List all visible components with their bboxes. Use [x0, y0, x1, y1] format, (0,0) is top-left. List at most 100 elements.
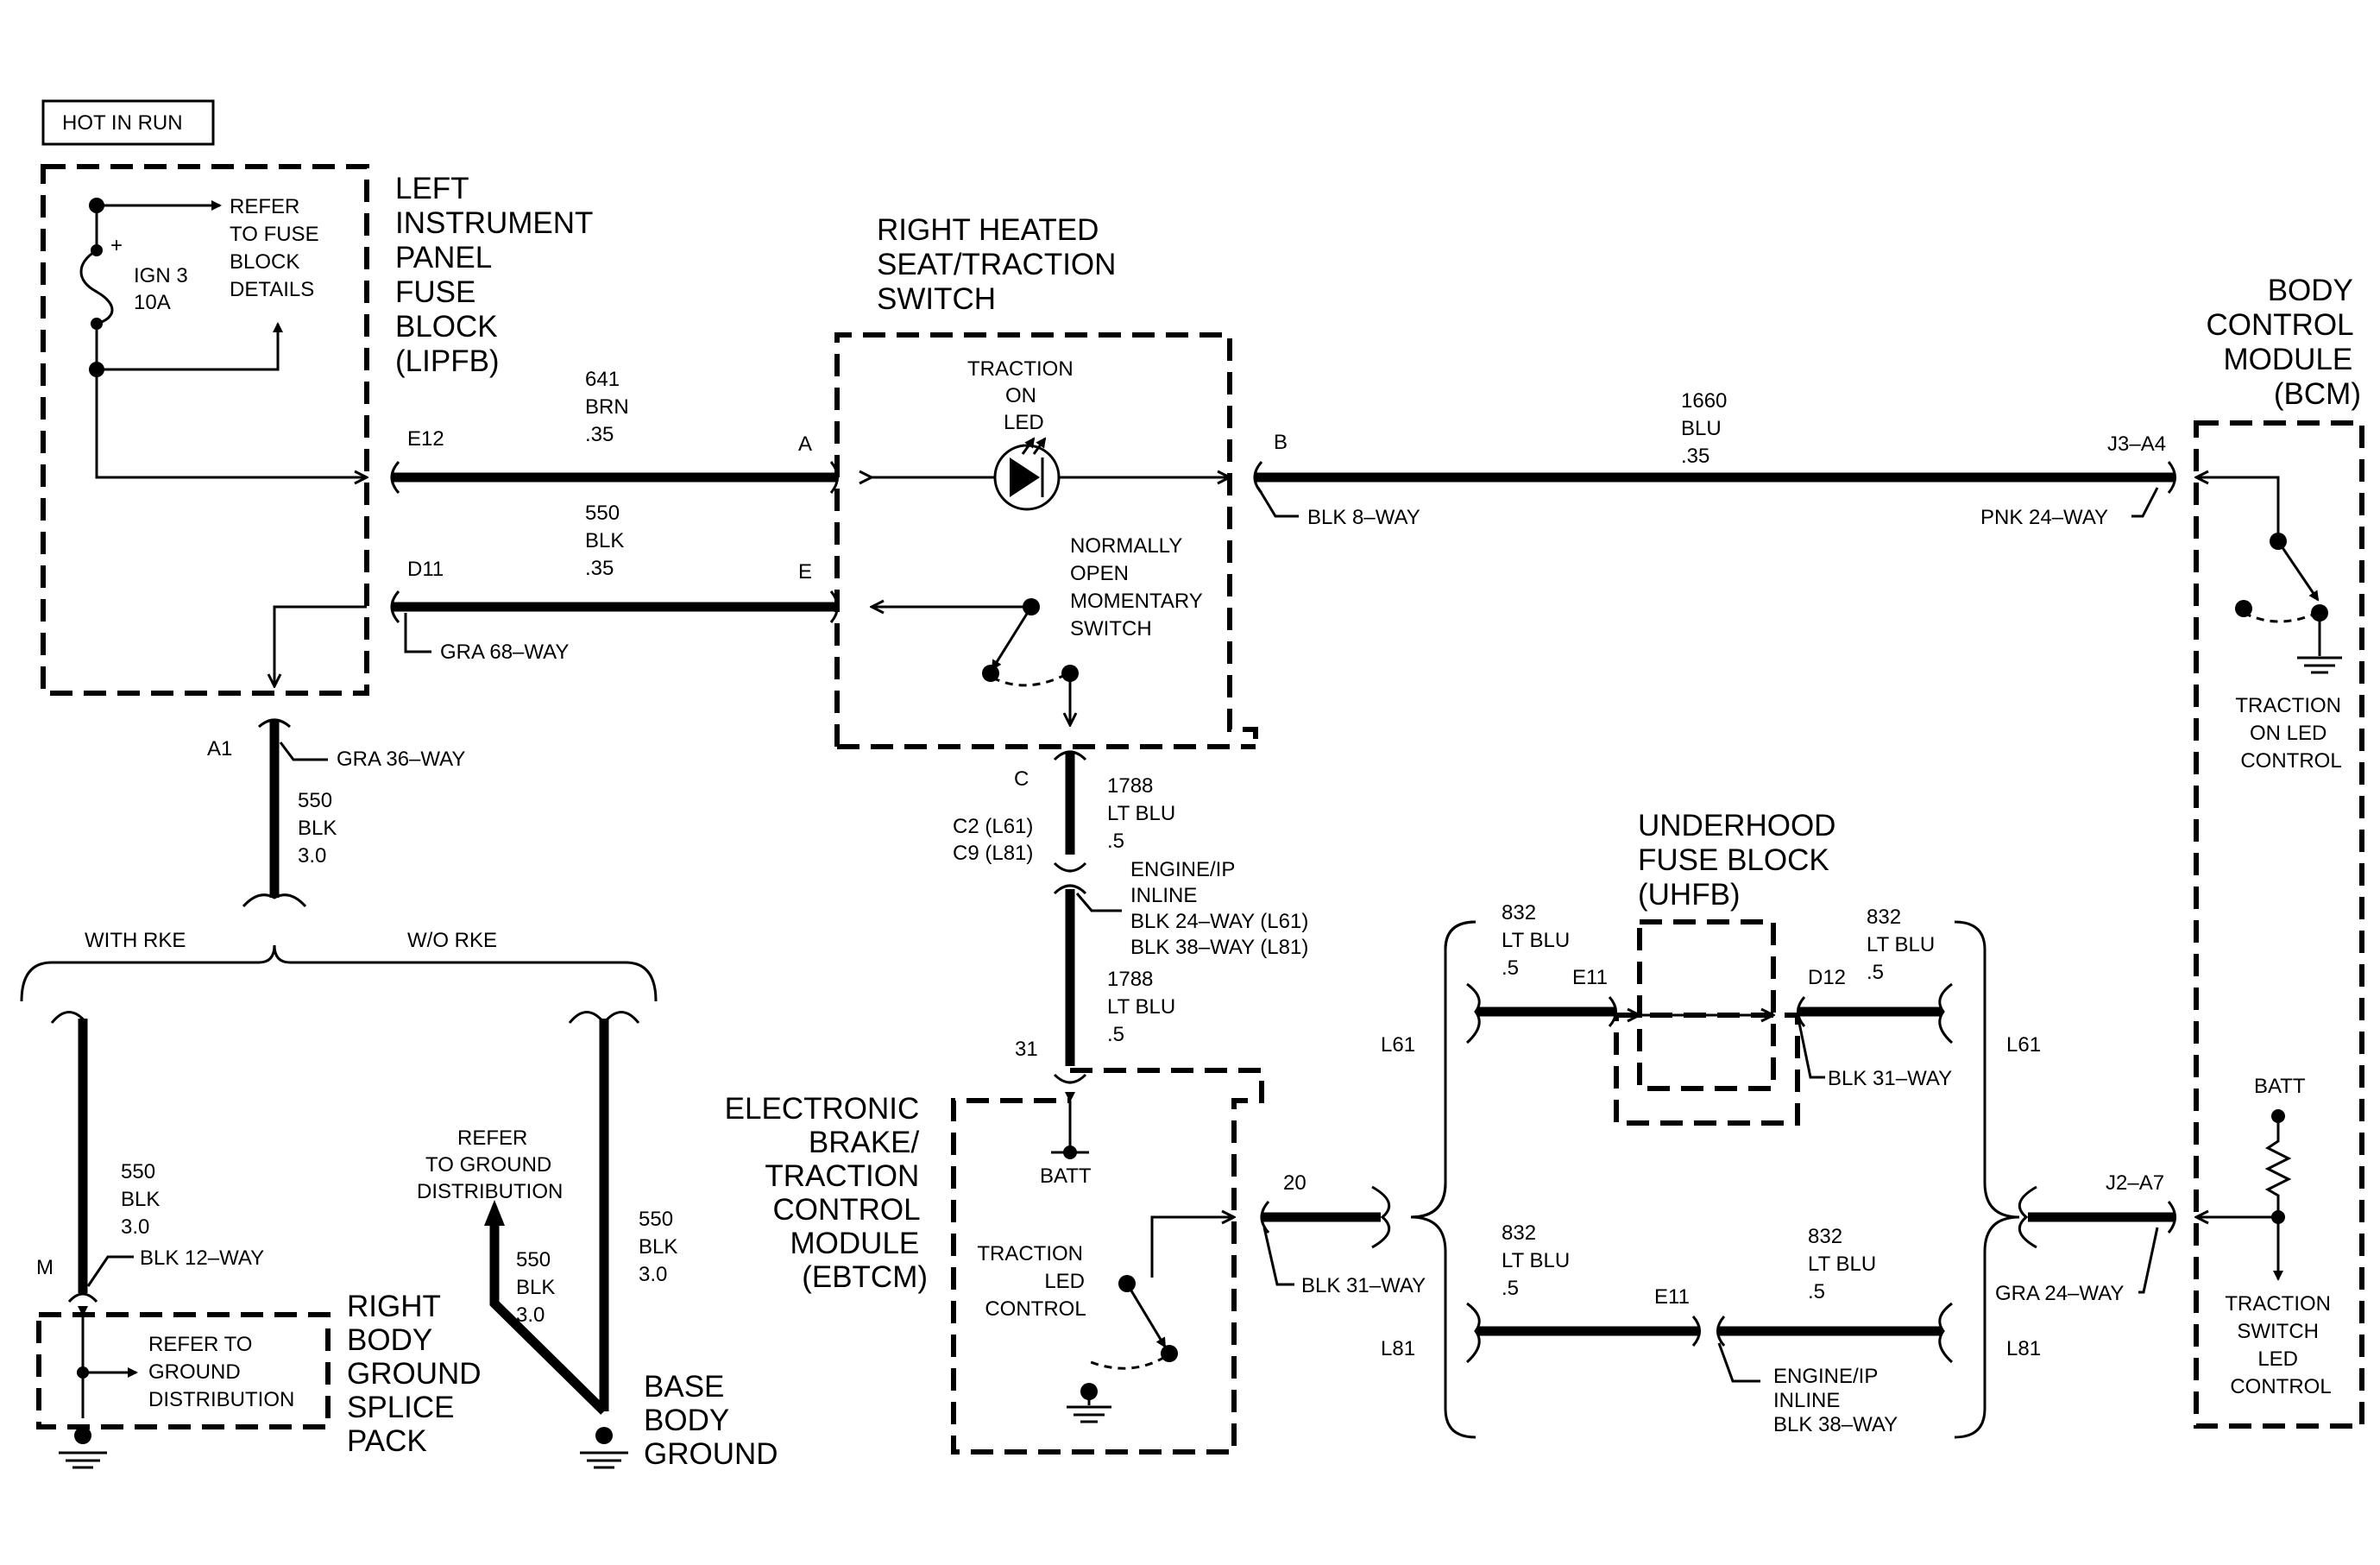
left-bracket	[1410, 920, 1476, 1439]
ebtcm-batt: BATT	[1040, 1164, 1092, 1188]
inline-connector-label: ENGINE/IP INLINE BLK 24–WAY (L61) BLK 38…	[1130, 858, 1314, 959]
ground-icon	[59, 1451, 107, 1469]
wire-832-ll-label: 832 LT BLU .5	[1502, 1221, 1576, 1300]
wire-832-lr-label: 832 LT BLU .5	[1808, 1225, 1882, 1303]
splice-refer-text: REFER TO GROUND DISTRIBUTION	[148, 1333, 294, 1411]
splice-pack: REFER TO GROUND DISTRIBUTION RIGHT BODY …	[36, 1290, 489, 1469]
momentary-switch-label: NORMALLY OPEN MOMENTARY SWITCH	[1070, 534, 1208, 641]
pin-31: 31	[1015, 1038, 1038, 1061]
pin-d11: D11	[407, 558, 444, 581]
uhfb-fuse-box	[1637, 919, 1776, 1091]
c-pins-label: C2 (L61) C9 (L81)	[953, 815, 1039, 865]
splice-pack-boundary	[36, 1312, 331, 1429]
wire-550-top-label: 550 BLK .35	[585, 502, 630, 580]
ebtcm-led-control: TRACTION LED CONTROL	[977, 1242, 1090, 1321]
refer-fuse-arrow-up	[97, 322, 283, 371]
switch-title: RIGHT HEATED SEAT/TRACTION SWITCH	[877, 213, 1124, 316]
wire-1788-bot-label: 1788 LT BLU .5	[1107, 968, 1181, 1046]
conn-gra24: GRA 24–WAY	[1995, 1282, 2124, 1305]
wire-1660-label: 1660 BLU .35	[1681, 389, 1733, 468]
wire-832-ur-label: 832 LT BLU .5	[1867, 906, 1941, 984]
pin-e12: E12	[407, 427, 444, 451]
wires-lipfb-to-switch: 641 BRN .35 550 BLK .35	[390, 368, 839, 623]
pin-d12: D12	[1808, 966, 1846, 989]
wire-550-mid	[489, 1217, 608, 1415]
base-ground-node	[595, 1427, 613, 1444]
refer-fuse-text: REFER TO FUSE BLOCK DETAILS	[230, 195, 324, 301]
fuse-icon	[79, 249, 114, 325]
bcm-led-control: TRACTION ON LED CONTROL	[2235, 694, 2346, 773]
hot-in-run-label: HOT IN RUN	[62, 111, 183, 135]
ebtcm-block: 31 ELECTRONIC BRAKE/ TRACTION CONTROL MO…	[725, 1038, 1426, 1455]
wire-832-ul-label: 832 LT BLU .5	[1502, 901, 1576, 980]
bcm-batt: BATT	[2254, 1075, 2306, 1098]
uhfb-conn-blk31: BLK 31–WAY	[1828, 1067, 1952, 1090]
ground-icon	[1067, 1405, 1111, 1423]
right-bracket	[1954, 920, 2020, 1439]
bcm-switch-led-control: TRACTION SWITCH LED CONTROL	[2225, 1292, 2336, 1398]
l61-right: L61	[2006, 1033, 2041, 1057]
pin-e11: E11	[1572, 966, 1608, 989]
conn-pnk24: PNK 24–WAY	[1980, 506, 2108, 529]
inline38-label: ENGINE/IP INLINE BLK 38–WAY	[1773, 1365, 1898, 1436]
pin-a: A	[798, 432, 812, 456]
lipfb-block: LEFT INSTRUMENT PANEL FUSE BLOCK (LIPFB)…	[41, 164, 601, 696]
pin-e11-lower: E11	[1654, 1285, 1690, 1309]
momentary-switch-icon	[991, 606, 1033, 671]
pin-e: E	[798, 560, 812, 584]
resistor-icon	[2264, 1116, 2292, 1217]
pin-c: C	[1014, 767, 1029, 791]
wire-550-a1-label: 550 BLK 3.0	[298, 789, 343, 868]
ebtcm-switch-icon	[1125, 1283, 1167, 1348]
fuse-label: IGN 3 10A	[134, 264, 193, 314]
led-icon	[993, 437, 1061, 511]
pin-m: M	[36, 1256, 54, 1279]
conn-blk31: BLK 31–WAY	[1301, 1274, 1426, 1297]
l81-right: L81	[2006, 1337, 2041, 1360]
bcm-boundary	[2194, 420, 2364, 1429]
uhfb-title: UNDERHOOD FUSE BLOCK (UHFB)	[1638, 809, 1844, 912]
pin-j3a4: J3–A4	[2107, 432, 2166, 456]
pin-b: B	[1274, 431, 1288, 454]
wire-550-mid-label: 550 BLK 3.0	[516, 1248, 561, 1327]
splice-pack-title: RIGHT BODY GROUND SPLICE PACK	[347, 1290, 489, 1458]
led-label: TRACTION ON LED	[967, 357, 1079, 434]
c-pin-branch: C C2 (L61) C9 (L81) 1788 LT BLU .5 ENGIN…	[953, 750, 1314, 1084]
bcm-switch-icon	[2276, 540, 2320, 602]
with-rke-label: WITH RKE	[85, 929, 186, 952]
pin-j2a7: J2–A7	[2106, 1171, 2164, 1195]
bcm-title: BODY CONTROL MODULE (BCM)	[2206, 274, 2361, 411]
ebtcm-title: ELECTRONIC BRAKE/ TRACTION CONTROL MODUL…	[725, 1092, 928, 1294]
uhfb-region: L61 L81 L61 L81 UNDERHOOD FUSE BLOCK (UH…	[1381, 809, 2176, 1439]
fuse-plus: +	[110, 234, 123, 257]
a1-branch: A1 GRA 36–WAY 550 BLK 3.0	[207, 718, 465, 908]
ground-icon	[2297, 656, 2342, 674]
l81-left: L81	[1381, 1337, 1415, 1360]
hot-in-run-box	[41, 99, 215, 146]
ebtcm-boundary	[951, 1068, 1264, 1455]
uhfb-connector-box	[1614, 1013, 1800, 1126]
wire-550-left-label: 550 BLK 3.0	[121, 1160, 166, 1239]
lipfb-boundary	[41, 164, 369, 696]
ground-refer-text: REFER TO GROUND DISTRIBUTION	[417, 1126, 563, 1203]
lipfb-e12-internal	[95, 369, 367, 477]
wire-641-label: 641 BRN .35	[585, 368, 634, 446]
l61-left: L61	[1381, 1033, 1415, 1057]
wire-1788-top-label: 1788 LT BLU .5	[1107, 774, 1181, 853]
lipfb-a1-internal	[274, 605, 367, 686]
conn-gra68: GRA 68–WAY	[440, 641, 569, 664]
wire-1660-group: 1660 BLU .35	[1253, 389, 2176, 494]
pin-a1: A1	[207, 737, 232, 760]
traction-switch: RIGHT HEATED SEAT/TRACTION SWITCH A E B …	[798, 213, 1420, 749]
conn-gra36: GRA 36–WAY	[337, 748, 465, 771]
without-rke-label: W/O RKE	[407, 929, 497, 952]
base-ground-label: BASE BODY GROUND	[644, 1370, 778, 1471]
ground-icon	[580, 1451, 628, 1469]
bcm-block: BODY CONTROL MODULE (BCM) J3–A4 PNK 24–W…	[1980, 274, 2364, 1429]
rke-bracket: WITH RKE W/O RKE 550 BLK 3.0 M BLK 12–WA…	[20, 929, 778, 1471]
conn-blk12: BLK 12–WAY	[140, 1246, 264, 1270]
wire-550-right-label: 550 BLK 3.0	[639, 1208, 683, 1286]
lipfb-title: LEFT INSTRUMENT PANEL FUSE BLOCK (LIPFB)	[395, 172, 601, 378]
switch-boundary	[834, 332, 1258, 747]
